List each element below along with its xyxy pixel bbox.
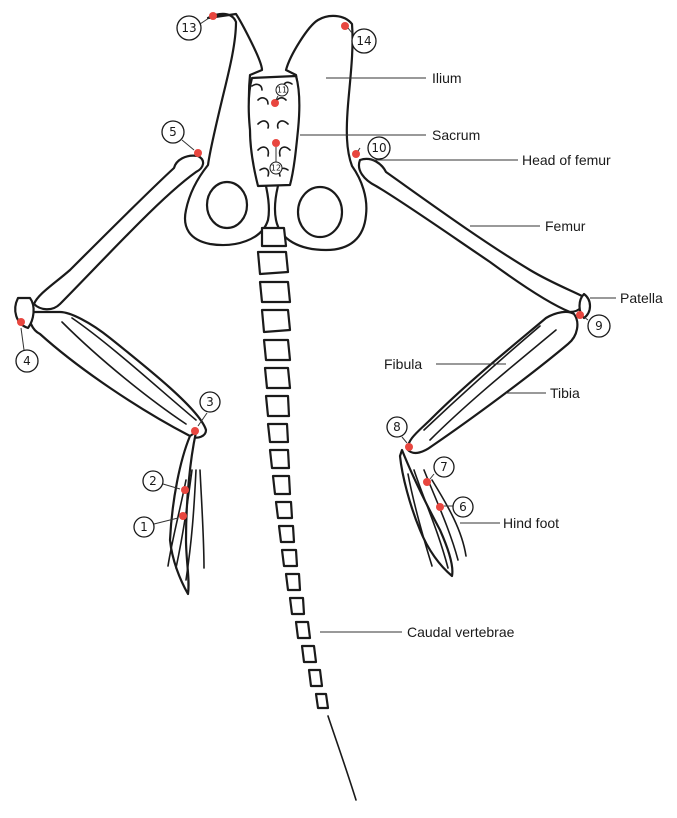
point-dot-11 (271, 99, 279, 107)
callout-2: 2 (143, 471, 180, 491)
label-patella: Patella (620, 290, 663, 306)
label-head-of-femur: Head of femur (522, 152, 611, 168)
callout-8: 8 (387, 417, 407, 443)
svg-text:12: 12 (271, 164, 281, 173)
right-femur (359, 159, 583, 312)
point-dot-6 (436, 503, 444, 511)
svg-text:6: 6 (459, 500, 467, 514)
point-dot-10 (352, 150, 360, 158)
svg-text:1: 1 (140, 520, 148, 534)
right-obturator (298, 187, 342, 237)
label-fibula: Fibula (384, 356, 422, 372)
svg-text:13: 13 (181, 21, 196, 35)
svg-text:7: 7 (440, 460, 448, 474)
svg-text:3: 3 (206, 395, 214, 409)
point-dot-9 (576, 311, 584, 319)
point-dot-3 (191, 427, 199, 435)
pelvis (185, 14, 366, 250)
svg-text:14: 14 (356, 34, 371, 48)
callout-3: 3 (198, 392, 220, 426)
callout-4: 4 (16, 328, 38, 372)
label-ilium: Ilium (432, 70, 462, 86)
label-sacrum: Sacrum (432, 127, 480, 143)
point-dot-8 (405, 443, 413, 451)
point-dot-12 (272, 139, 280, 147)
point-dot-2 (181, 486, 189, 494)
left-leg (15, 156, 206, 594)
point-dot-4 (17, 318, 25, 326)
caudal-vertebrae-chain (258, 228, 356, 800)
point-dot-14 (341, 22, 349, 30)
callout-13: 13 (177, 16, 209, 40)
svg-text:4: 4 (23, 354, 31, 368)
callout-7: 7 (430, 457, 454, 479)
label-caudal-vertebrae: Caudal vertebrae (407, 624, 515, 640)
label-hind-foot: Hind foot (503, 515, 559, 531)
label-tibia: Tibia (550, 385, 580, 401)
point-dot-7 (423, 478, 431, 486)
svg-text:9: 9 (595, 319, 603, 333)
left-obturator (207, 182, 247, 228)
callout-9: 9 (584, 315, 610, 337)
svg-text:2: 2 (149, 474, 157, 488)
svg-text:10: 10 (371, 141, 386, 155)
left-femur (34, 156, 203, 310)
point-dot-1 (179, 512, 187, 520)
svg-text:5: 5 (169, 125, 177, 139)
callout-5: 5 (162, 121, 194, 150)
point-dot-13 (209, 12, 217, 20)
label-femur: Femur (545, 218, 586, 234)
svg-text:8: 8 (393, 420, 401, 434)
callout-10: 10 (358, 137, 390, 159)
svg-text:11: 11 (277, 86, 287, 95)
point-dot-5 (194, 149, 202, 157)
